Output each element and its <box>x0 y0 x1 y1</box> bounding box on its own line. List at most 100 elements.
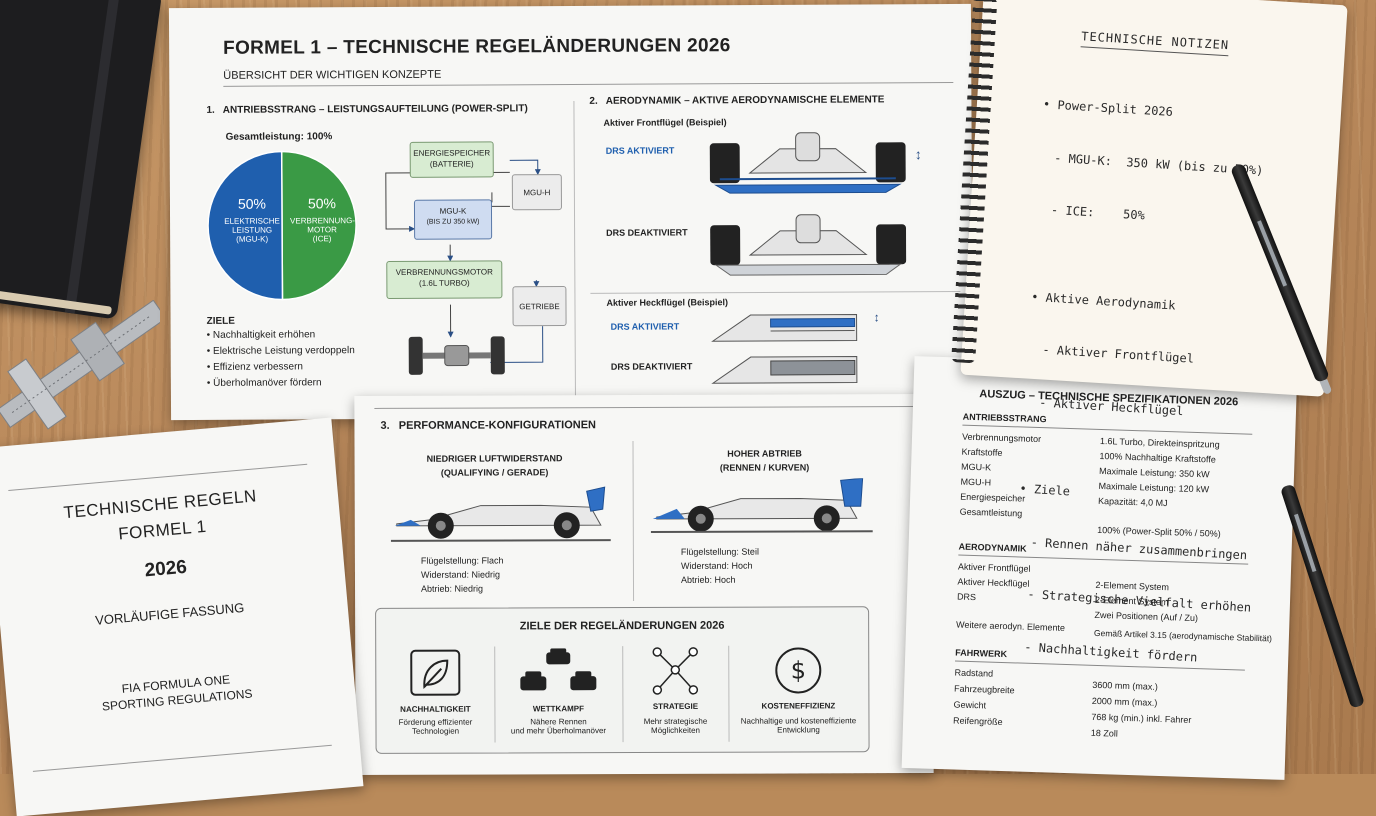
high-downforce-specs: Flügelstellung: Steil Widerstand: Hoch A… <box>681 545 759 587</box>
pie-label-electric: 50% ELEKTRISCHE LEISTUNG (MGU-K) <box>222 196 282 244</box>
goal-desc: Förderung effizienter <box>398 717 473 727</box>
specs-group-heading: FAHRWERK <box>955 647 1008 660</box>
low-drag-specs: Flügelstellung: Flach Widerstand: Niedri… <box>421 553 504 595</box>
goals-heading: ZIELE <box>206 315 235 327</box>
goal-text: Effizienz verbessern <box>213 361 303 373</box>
network-icon <box>652 647 699 695</box>
low-drag-car <box>390 486 611 542</box>
spec-line: Abtrieb: Niedrig <box>420 583 484 594</box>
node-energy-storage: ENERGIESPEICHER (BATTERIE) <box>409 141 494 178</box>
spec-line: Widerstand: Niedrig <box>420 569 501 580</box>
goal-sustainability: NACHHALTIGKEIT Förderung effizienter Tec… <box>378 649 492 736</box>
spec-key: DRS <box>956 591 977 603</box>
front-wing-title: Aktiver Frontflügel (Beispiel) <box>603 117 727 128</box>
node-combustion-engine: VERBRENNUNGSMOTOR (1.6L TURBO) <box>386 260 503 299</box>
goal-title: STRATEGIE <box>652 701 699 711</box>
front-car-drs-off <box>710 214 907 276</box>
spec-key: MGU-K <box>960 461 992 473</box>
section2-heading: 2. AERODYNAMIK – AKTIVE AERODYNAMISCHE E… <box>589 94 885 107</box>
pie-ice-line1: VERBRENNUNG- <box>290 216 355 226</box>
front-wing-arrow-icon: ↕ <box>914 146 922 163</box>
note-line: • Power-Split 2026 <box>1042 97 1174 119</box>
pie-ice-line2: MOTOR <box>307 225 337 235</box>
note-line <box>1034 253 1272 268</box>
goal-item: • Elektrische Leistung verdoppeln <box>206 345 355 357</box>
goals-box-heading: ZIELE DER REGELÄNDERUNGEN 2026 <box>519 619 725 633</box>
goal-competition: WETTKAMPF Nähere Rennen und mehr Überhol… <box>496 648 620 735</box>
spec-key: Kraftstoffe <box>961 446 1003 458</box>
goal-desc: Technologien <box>411 726 460 736</box>
note-line: - Rennen näher zusammenbringen <box>1015 533 1248 562</box>
goal-title: NACHHALTIGKEIT <box>400 704 471 714</box>
goal-desc: Nachhaltige und kosteneffiziente <box>740 716 857 726</box>
cars-icon <box>520 648 597 691</box>
front-car-drs-on <box>709 132 906 194</box>
notebook-title: TECHNISCHE NOTIZEN <box>1080 29 1230 57</box>
total-power-label: Gesamtleistung: 100% <box>225 131 333 143</box>
leaf-icon <box>410 649 461 696</box>
section-divider <box>573 100 576 401</box>
front-drs-off-label: DRS DEAKTIVIERT <box>606 227 688 238</box>
rear-wing-arrow-icon: ↕ <box>873 310 880 325</box>
spec-key: Reifengröße <box>952 715 1003 728</box>
node-label: ENERGIESPEICHER <box>413 148 491 158</box>
low-drag-title-line: NIEDRIGER LUFTWIDERSTAND <box>426 453 563 464</box>
node-gearbox: GETRIEBE <box>512 286 567 327</box>
goal-item: • Effizienz verbessern <box>206 361 303 373</box>
node-mgu-k: MGU-K (BIS ZU 350 kW) <box>413 199 493 240</box>
powertrain-connectors <box>385 159 544 366</box>
main-overview-sheet: FORMEL 1 – TECHNISCHE REGELÄNDERUNGEN 20… <box>168 3 974 421</box>
node-label: (1.6L TURBO) <box>419 278 470 288</box>
spec-line: Flügelstellung: Steil <box>680 546 759 557</box>
spec-line: Flügelstellung: Flach <box>420 555 504 566</box>
node-label: MGU-H <box>523 188 551 198</box>
rear-drs-off-label: DRS DEAKTIVIERT <box>610 361 693 372</box>
section1-heading: 1. ANTRIEBSSTRANG – LEISTUNGSAUFTEILUNG … <box>206 103 528 116</box>
rear-wing-drs-on <box>711 314 858 342</box>
node-label: (BATTERIE) <box>429 159 474 169</box>
booklet-bottom-line <box>32 744 332 772</box>
notebook-strap <box>64 0 121 314</box>
goal-desc: und mehr Überholmanöver <box>510 726 607 736</box>
goal-title: WETTKAMPF <box>532 704 584 714</box>
spec-line: Abtrieb: Hoch <box>680 574 736 585</box>
notebook-notes: • Power-Split 2026 - MGU-K: 350 kW (bis … <box>1007 61 1283 704</box>
spec-key: MGU-H <box>960 476 992 488</box>
performance-sheet: 3. PERFORMANCE-KONFIGURATIONEN NIEDRIGER… <box>354 393 934 776</box>
note-line <box>1022 445 1260 460</box>
front-drs-on-label: DRS AKTIVIERT <box>605 145 675 156</box>
note-line: - Aktiver Frontflügel <box>1027 341 1195 366</box>
spec-key: Gesamtleistung <box>959 506 1023 519</box>
dollar-icon: $ <box>775 647 822 694</box>
goal-item: • Überholmanöver fördern <box>206 377 322 389</box>
page-subtitle: ÜBERSICHT DER WICHTIGEN KONZEPTE <box>223 68 442 82</box>
spec-value: 18 Zoll <box>1090 727 1118 739</box>
booklet-cover-text: TECHNISCHE REGELN FORMEL 1 2026 VORLÄUFI… <box>10 482 327 720</box>
high-downforce-car <box>650 478 873 533</box>
power-split-pie <box>207 150 357 301</box>
spec-line: Widerstand: Hoch <box>680 560 753 571</box>
spec-key: Fahrzeugbreite <box>953 683 1015 696</box>
pie-slice <box>207 150 284 301</box>
pie-slice <box>280 150 357 301</box>
goal-desc: Nähere Rennen <box>530 717 587 727</box>
goal-strategy: STRATEGIE Mehr strategische Möglichkeite… <box>624 646 726 735</box>
goal-title: KOSTENEFFIZIENZ <box>761 701 836 711</box>
node-label: VERBRENNUNGSMOTOR <box>395 267 493 277</box>
pie-electric-line3: (MGU-K) <box>236 234 269 244</box>
drivetrain-axle-icon <box>408 336 505 375</box>
goals-box: ZIELE DER REGELÄNDERUNGEN 2026 NACHHALTI… <box>375 606 870 754</box>
node-label: GETRIEBE <box>519 302 560 312</box>
goal-cost-efficiency: $ KOSTENEFFIZIENZ Nachhaltige und kosten… <box>730 645 866 735</box>
low-drag-title-line: (QUALIFYING / GERADE) <box>440 467 549 478</box>
goal-item: • Nachhaltigkeit erhöhen <box>206 329 316 341</box>
note-line: - Nachhaltigkeit fördern <box>1009 638 1198 665</box>
pie-electric-line1: ELEKTRISCHE <box>224 216 280 226</box>
title-divider <box>223 81 954 87</box>
page-title: FORMEL 1 – TECHNISCHE REGELÄNDERUNGEN 20… <box>223 35 731 59</box>
goal-text: Überholmanöver fördern <box>213 377 322 389</box>
high-downforce-title-line: (RENNEN / KURVEN) <box>719 462 810 473</box>
rear-drs-on-label: DRS AKTIVIERT <box>610 321 680 332</box>
pie-electric-line2: LEISTUNG <box>232 225 273 235</box>
high-downforce-title: HOHER ABTRIEB (RENNEN / KURVEN) <box>675 446 855 475</box>
